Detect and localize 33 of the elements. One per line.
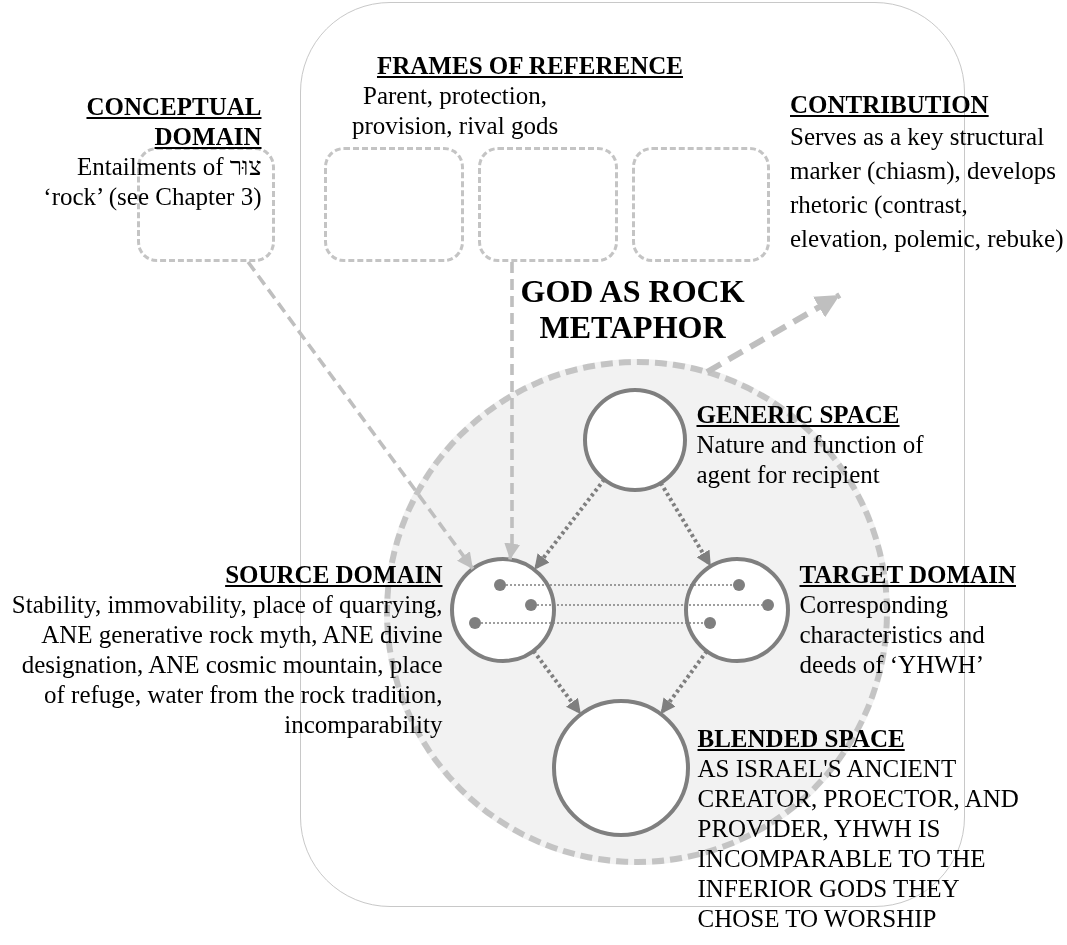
dot	[524, 598, 537, 611]
body-text: AS ISRAEL'S ANCIENT CREATOR, PROECTOR, AND PROVIDER, YHWH IS INCOMPARABLE TO THE INFERIOR GODS THEY CHOSE TO WORSHIP	[697, 753, 1020, 934]
dot	[493, 578, 506, 591]
arrow	[246, 260, 475, 570]
dashed-box	[323, 146, 464, 262]
body-text: Serves as a key structural marker (chiasm), develops rhetoric (contrast, elevation, polemic, rebuke)	[790, 122, 1065, 255]
body-text: Nature and function of agent for recipient	[696, 429, 925, 490]
heading: CONTRIBUTION	[790, 90, 990, 120]
heading: GENERIC SPACE	[696, 399, 901, 430]
arrow	[659, 649, 709, 716]
body-text: Corresponding characteristics and deeds of ‘YHWH’	[799, 589, 986, 680]
dot	[761, 598, 774, 611]
connector-line	[480, 622, 705, 624]
dot	[703, 616, 716, 629]
heading: CONCEPTUAL DOMAIN	[85, 91, 262, 152]
arrow	[531, 649, 583, 716]
body-text: Parent, protection, provision, rival gods	[350, 81, 560, 141]
arrow	[504, 260, 521, 560]
heading: FRAMES OF REFERENCE	[376, 51, 684, 81]
connector-line	[536, 604, 763, 606]
body-text: Entailments of צוּר ‘rock’ (see Chapter 3)	[42, 151, 262, 212]
arrow	[705, 292, 842, 375]
circle-title: GOD AS ROCK METAPHOR	[519, 272, 746, 345]
connector-line	[505, 584, 734, 586]
arrow	[659, 481, 713, 568]
dot	[468, 616, 481, 629]
heading: TARGET DOMAIN	[799, 559, 1017, 590]
dashed-box	[631, 146, 770, 262]
heading: BLENDED SPACE	[697, 723, 906, 754]
arrow	[532, 478, 606, 571]
body-text: Stability, immovability, place of quarrying, ANE generative rock myth, ANE divine designation, ANE cosmic mountain, place of refuge, water from the rock tradition, incomparability	[10, 589, 443, 740]
heading: SOURCE DOMAIN	[224, 559, 443, 590]
dot	[732, 578, 745, 591]
